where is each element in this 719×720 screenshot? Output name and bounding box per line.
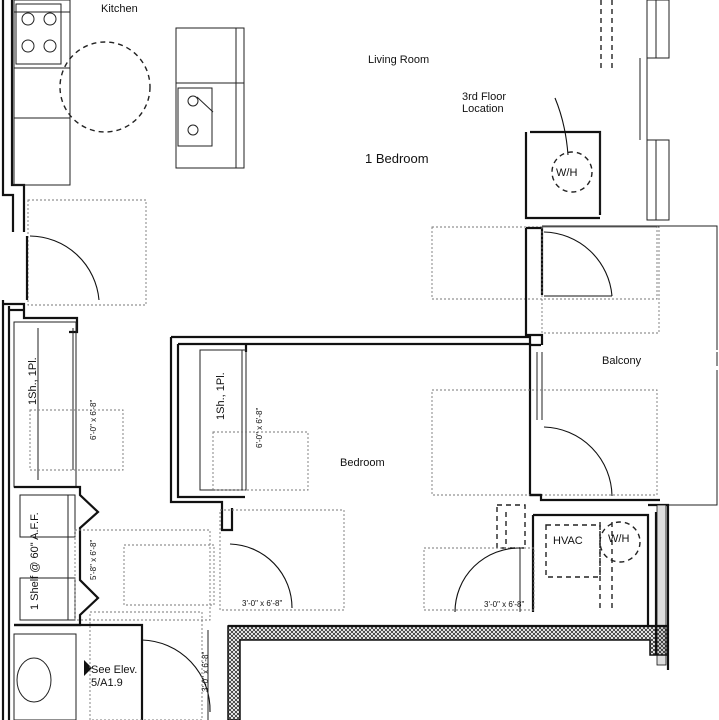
dining-table: [59, 41, 151, 133]
bedroom-door: [219, 509, 345, 611]
third-floor-leader: [554, 97, 569, 156]
hvac-label: HVAC: [553, 535, 583, 547]
hall-closet: [13, 321, 124, 488]
shelf-label: 1 Shelf @ 60" A.F.F.: [29, 512, 41, 610]
linen-closet: [14, 485, 215, 627]
bedroom-closet-door-size: 6'-0" x 6'-8": [255, 408, 264, 448]
mechanical-closet: [423, 504, 650, 625]
bedroom-door-size: 3'-0" x 6'-8": [242, 599, 282, 608]
bedroom-closet: [199, 349, 309, 491]
unit-type-label: 1 Bedroom: [365, 151, 429, 166]
see-elev-label-1: See Elev.: [91, 664, 137, 676]
bedroom-label: Bedroom: [340, 457, 385, 469]
water-heater-label-2: W/H: [608, 533, 629, 545]
kitchen-label: Kitchen: [101, 3, 138, 15]
balcony-label: Balcony: [602, 355, 642, 367]
see-elev-label-2: 5/A1.9: [91, 677, 123, 689]
balcony-slider-zone: [541, 226, 660, 334]
kitchen-island: [175, 27, 245, 169]
utility-core: [524, 0, 613, 220]
third-floor-label-1: 3rd Floor: [462, 91, 506, 103]
mech-door-size: 3'-0" x 6'-8": [484, 600, 524, 609]
bedroom-walls: [169, 335, 543, 532]
linen-door-size: 5'-8" x 6'-8": [89, 540, 98, 580]
bedroom-balcony-door: [431, 389, 660, 502]
living-room-label: Living Room: [368, 54, 429, 66]
bath-door-size: 3'-0" x 6'-8": [201, 652, 210, 692]
bathroom: [13, 611, 211, 720]
water-heater-label-1: W/H: [556, 167, 577, 179]
left-exterior-wall: [1, 0, 79, 720]
corridor-wall: [227, 624, 669, 720]
hall-closet-door-size: 6'-0" x 6'-8": [89, 400, 98, 440]
right-exterior-wall: [639, 0, 670, 221]
kitchen-counter: [13, 0, 71, 186]
balcony-outline: [542, 225, 718, 506]
entry-door: [25, 199, 147, 306]
third-floor-label-2: Location: [462, 103, 504, 115]
balcony-sliding-door: [431, 226, 658, 345]
hall-closet-label: 1Sh., 1Pl.: [27, 357, 39, 405]
bedroom-closet-label: 1Sh., 1Pl.: [215, 372, 227, 420]
